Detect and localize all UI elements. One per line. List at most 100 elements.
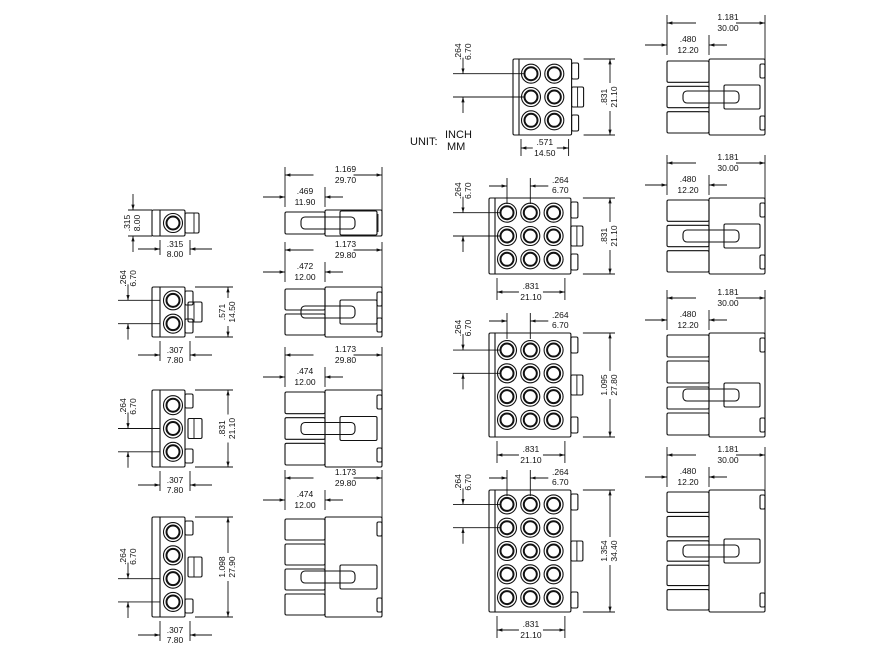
dimension-label: 29.70 [335,175,357,185]
dimension-label: 7.80 [167,355,184,365]
wire-channel [666,540,710,562]
pin-cavity [520,363,541,384]
housing-outline [324,516,383,618]
pin-hole-icon [499,342,515,358]
terminal-lock [723,538,761,564]
dimension-label: .480 [680,466,697,476]
pin-cavity [520,540,541,562]
pin-hole-icon [522,412,538,428]
pin-hole-icon [499,205,515,221]
pin-cavity [496,249,518,270]
wire-channel [284,543,326,566]
pin-cavity [162,545,184,566]
pin-hole-icon [546,89,562,105]
housing-outline [151,286,186,338]
dimension-label: .831 [523,281,540,291]
terminal-lock [723,84,761,110]
rail [570,591,579,609]
dimension-label: .264 [118,398,128,415]
rail [570,201,579,219]
dimension-label: .831 [217,420,227,437]
rail [184,393,194,409]
pin-hole-icon [499,389,515,405]
dimension-label: 6.70 [128,548,138,565]
dimension-label: 30.00 [717,163,739,173]
pin-cavity [162,441,184,462]
pin-cavity [162,395,184,416]
pin-cavity [496,587,518,608]
rail [571,114,580,132]
dimension-label: 6.70 [463,320,473,337]
terminal-icon [300,305,356,319]
housing-outline [324,209,383,237]
latch-notch [376,521,383,537]
housing-outline [708,58,766,136]
pin-hole-icon [523,112,539,128]
pin-hole-icon [522,342,538,358]
wire-channel [284,211,326,235]
housing-outline [324,286,383,338]
pin-hole-icon [522,520,538,536]
pin-cavity [543,249,564,270]
wire-channel [666,360,710,384]
dimension-label: 21.10 [520,455,542,465]
pin-cavity [520,409,541,431]
pin-hole-icon [522,496,538,512]
dimension-label: 6.70 [463,182,473,199]
dimension-label: 21.10 [609,86,619,108]
dimension-label: 6.70 [552,320,569,330]
dimension-label: 12.20 [677,320,699,330]
dimension-label: 1.181 [717,152,739,162]
wire-channel [666,199,710,222]
pin-hole-icon [165,292,181,308]
wire-channel [284,442,326,466]
dimension-label: 12.00 [294,272,316,282]
pin-cavity [496,386,518,407]
pin-hole-icon [546,566,562,582]
dimension-label: .264 [552,310,569,320]
dimension-label: 21.10 [520,292,542,302]
pin-cavity [520,249,541,270]
dimension-label: 7.80 [167,485,184,495]
dimension-label: .571 [217,303,227,320]
dimension-label: 12.00 [294,377,316,387]
dimension-label: 21.10 [227,418,237,440]
dimension-label: .831 [599,227,609,244]
pin-cavity [162,418,184,439]
latch-notch [376,291,383,307]
rail [184,520,194,536]
pin-cavity [162,212,184,234]
dimension-label: .831 [523,444,540,454]
pin-cavity [543,386,564,407]
latch-notch [376,394,383,410]
pin-cavity [543,363,564,384]
pin-cavity [520,225,541,247]
wire-channel [666,412,710,436]
dimension-label: .307 [167,345,184,355]
latch-notch [759,417,766,433]
dimension-label: .307 [167,475,184,485]
dimension-label: .264 [118,548,128,565]
dimension-label: 12.20 [677,477,699,487]
wire-channel [284,593,326,616]
pin-hole-icon [546,228,562,244]
pin-cavity [520,339,541,361]
latch-notch [759,254,766,270]
wire-channel [666,60,710,83]
pin-cavity [496,409,518,431]
rail [184,598,194,614]
latch-icon [187,417,203,440]
dimension-label: 6.70 [552,477,569,487]
dimension-label: .264 [453,320,463,337]
pin-cavity [544,63,565,84]
wire-channel [666,85,710,109]
pin-hole-icon [522,389,538,405]
pin-hole-icon [499,590,515,606]
pin-hole-icon [522,365,538,381]
dimension-label: .831 [599,88,609,105]
